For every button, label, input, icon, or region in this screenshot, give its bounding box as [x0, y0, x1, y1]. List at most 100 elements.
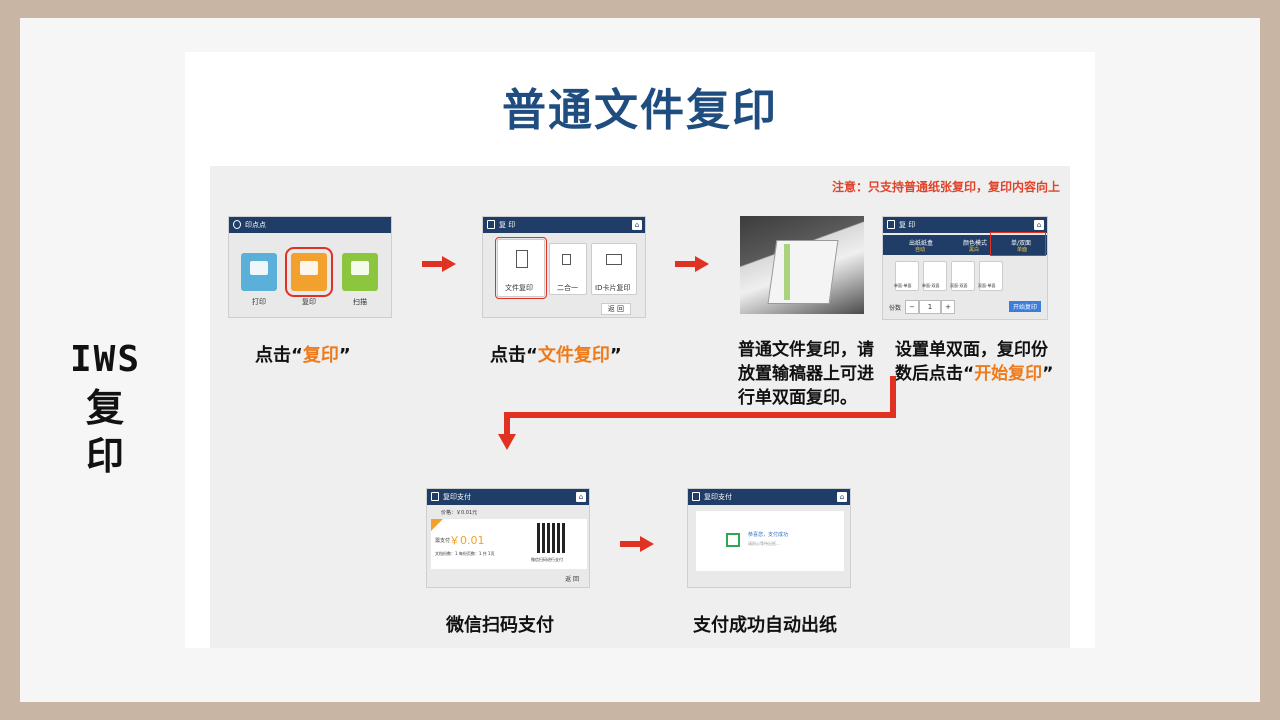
screen-header: 复 印 ⌂ [883, 217, 1047, 233]
start-copy-button[interactable]: 开始复印 [1008, 301, 1041, 312]
home-screen: 印点点 打印 复印 扫描 [228, 216, 392, 318]
scanner-icon [351, 261, 369, 275]
success-title: 恭喜您，支付成功 [748, 532, 789, 538]
scan-tile[interactable] [342, 253, 378, 291]
printer-icon [250, 261, 268, 275]
screen-header: 复印支付 ⌂ [688, 489, 850, 505]
tab-paper-tray-sub: 自动 [915, 247, 926, 253]
arrow-right-icon [675, 256, 711, 272]
mode-single-double[interactable] [923, 261, 947, 291]
mode-label: 单面-单面 [894, 283, 912, 288]
caption-highlight: 文件复印 [537, 345, 610, 366]
back-button[interactable]: 返 回 [600, 303, 631, 315]
qr-caption: 微信扫码进行支付 [531, 557, 563, 562]
tab-paper-tray[interactable]: 出纸纸盒 [909, 240, 934, 247]
id-card-option[interactable] [591, 243, 637, 295]
caption-text: 点击“ [255, 345, 303, 366]
step5-caption: 微信扫码支付 [446, 615, 554, 636]
doc-icon [487, 220, 495, 229]
wechat-qr-code [537, 523, 567, 553]
doc-icon [887, 220, 895, 229]
side-label: IWS 复 印 [70, 336, 140, 480]
payment-screen: 复印支付 ⌂ 价格：￥0.01元 需支付 ￥0.01 文档份数：1 每份页数：1… [426, 488, 590, 588]
success-subtitle: 请耐心等待出纸... [748, 541, 780, 546]
copies-decrease-button[interactable]: − [905, 300, 919, 314]
screen-title: 复印支付 [443, 493, 471, 501]
mode-double-double[interactable] [951, 261, 975, 291]
id-card-icon [606, 254, 622, 265]
caption-text: 点击“ [490, 345, 538, 366]
print-label: 打印 [252, 298, 266, 306]
pay-label: 需支付 [435, 538, 451, 544]
step4-caption: 设置单双面，复印份 数后点击“开始复印” [895, 338, 1053, 386]
arrow-right-icon [620, 536, 656, 552]
mode-label: 双面-单面 [978, 283, 996, 288]
doc-icon [692, 492, 700, 501]
corner-badge [431, 519, 443, 531]
content-card: 普通文件复印 注意：只支持普通纸张复印，复印内容向上 印点点 打印 复印 扫描 … [185, 52, 1095, 648]
flow-connector [890, 376, 896, 418]
screen-title: 复 印 [499, 221, 516, 229]
file-copy-option[interactable] [495, 237, 547, 299]
screen-title: 复印支付 [704, 493, 732, 501]
copies-increase-button[interactable]: + [941, 300, 955, 314]
tab-color-mode-sub: 黑白 [969, 247, 980, 253]
step3-caption: 普通文件复印，请 放置输稿器上可进 行单双面复印。 [738, 338, 874, 410]
page-title: 普通文件复印 [502, 85, 778, 136]
copy-settings-screen: 复 印 ⌂ 出纸纸盒 自动 颜色模式 黑白 单/双面 单面 单面-单面 单面-双 [882, 216, 1048, 320]
back-button[interactable]: 返 回 [565, 576, 579, 583]
tab-duplex-sub: 单面 [1017, 247, 1028, 253]
success-card: 恭喜您，支付成功 请耐心等待出纸... [696, 511, 844, 571]
step2-caption: 点击“文件复印” [490, 344, 622, 368]
doc-icon [431, 492, 439, 501]
caption-highlight: 复印 [302, 345, 339, 366]
arrow-down-icon [498, 434, 516, 450]
caption-highlight: 开始复印 [974, 364, 1043, 384]
file-copy-label: 文件复印 [505, 284, 533, 292]
caption-line: 放置输稿器上可进 [738, 364, 874, 384]
copy-menu-screen: 复 印 ⌂ 文件复印 二合一 ID卡片复印 返 回 [482, 216, 646, 318]
mode-double-single[interactable] [979, 261, 1003, 291]
home-icon[interactable]: ⌂ [632, 220, 642, 230]
slide: IWS 复 印 普通文件复印 注意：只支持普通纸张复印，复印内容向上 印点点 打… [20, 18, 1260, 702]
caption-text: ” [338, 345, 351, 366]
tab-duplex-label: 单/双面 [1011, 240, 1032, 247]
flow-connector [504, 412, 510, 436]
caption-line: 行单双面复印。 [738, 388, 857, 408]
document-feeder-photo [740, 216, 864, 314]
copies-value[interactable]: 1 [919, 300, 941, 314]
two-in-one-label: 二合一 [557, 284, 578, 292]
home-icon[interactable]: ⌂ [576, 492, 586, 502]
screen-header: 复印支付 ⌂ [427, 489, 589, 505]
payment-card: 需支付 ￥0.01 文档份数：1 每份页数：1 共 1页 微信扫码进行支付 [431, 519, 587, 569]
notice-text: 注意：只支持普通纸张复印，复印内容向上 [831, 180, 1060, 194]
check-icon [726, 533, 740, 547]
mode-single-single[interactable] [895, 261, 919, 291]
app-logo-icon [233, 220, 241, 229]
caption-text: ” [1042, 364, 1054, 384]
screen-title: 复 印 [899, 221, 916, 229]
screen-header: 复 印 ⌂ [483, 217, 645, 233]
copies-label: 份数 [889, 305, 902, 312]
caption-line: 普通文件复印，请 [738, 340, 874, 360]
payment-success-screen: 复印支付 ⌂ 恭喜您，支付成功 请耐心等待出纸... [687, 488, 851, 588]
step1-caption: 点击“复印” [255, 344, 351, 368]
pay-amount: ￥0.01 [449, 534, 485, 547]
scan-label: 扫描 [353, 298, 367, 306]
steps-panel: 注意：只支持普通纸张复印，复印内容向上 印点点 打印 复印 扫描 点击“复印” [210, 166, 1070, 648]
print-tile[interactable] [241, 253, 277, 291]
settings-tabbar: 出纸纸盒 自动 颜色模式 黑白 单/双面 单面 [883, 232, 1047, 256]
caption-text: 数后点击“ [895, 364, 975, 384]
two-in-one-option[interactable] [549, 243, 587, 295]
side-label-line3: 印 [85, 433, 124, 478]
document-icon [516, 250, 528, 268]
price-line: 价格：￥0.01元 [441, 510, 478, 516]
mode-label: 双面-双面 [950, 283, 968, 288]
copier-icon [300, 261, 318, 275]
copy-label: 复印 [302, 298, 316, 306]
tab-color-mode[interactable]: 颜色模式 [963, 240, 988, 247]
home-icon[interactable]: ⌂ [1034, 220, 1044, 230]
caption-line: 数后点击“开始复印” [895, 362, 1053, 386]
copy-tile[interactable] [285, 247, 333, 297]
home-icon[interactable]: ⌂ [837, 492, 847, 502]
